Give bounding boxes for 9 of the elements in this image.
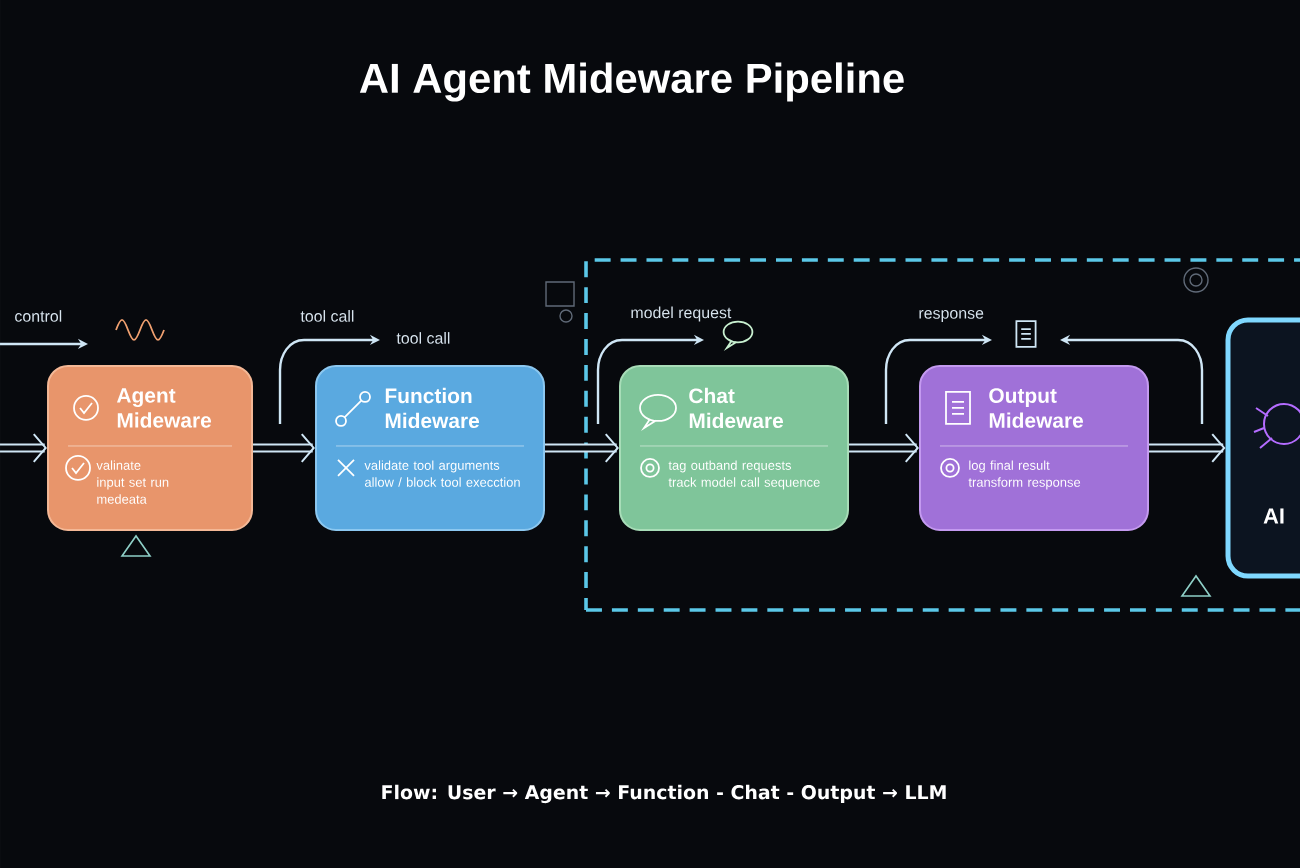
arrow (1149, 433, 1226, 463)
dashed-region (584, 258, 1300, 612)
title: AI Agent Mideware Pipeline (359, 62, 904, 102)
llm-box: AI (1225, 317, 1300, 579)
arrow (0, 433, 48, 463)
caption: Flow: User → Agent → Function - Chat - Output → LLM (382, 784, 946, 804)
arrow (253, 433, 315, 463)
arrow (849, 433, 919, 463)
arrow (545, 433, 619, 463)
